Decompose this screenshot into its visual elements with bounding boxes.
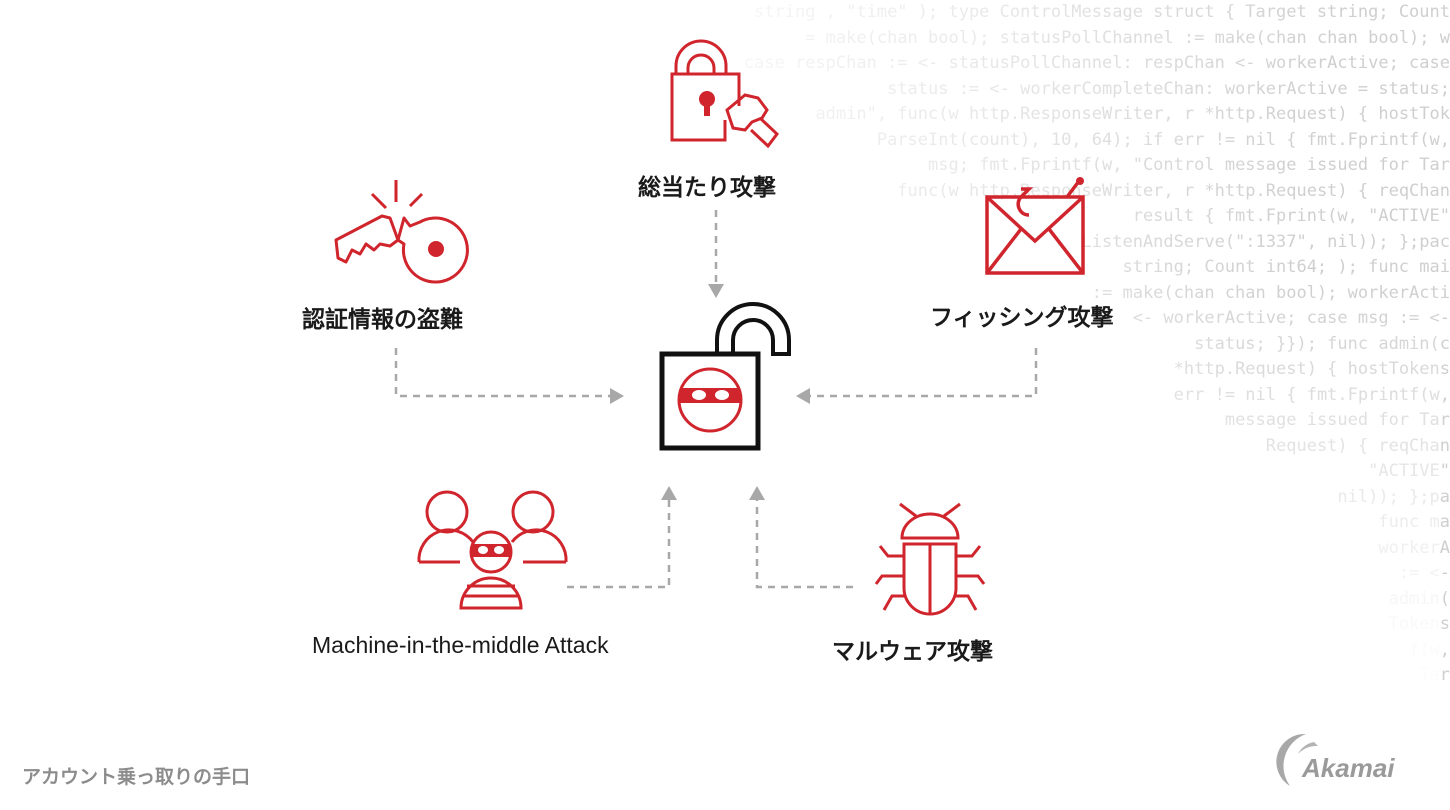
arrowhead-brute-force [708, 284, 724, 298]
arrow-malware [755, 498, 853, 589]
unlocked-padlock-bandit-icon [659, 302, 791, 451]
bug-icon [874, 502, 986, 616]
padlock-hand-icon [670, 39, 780, 149]
attack-label-credential-theft: 認証情報の盗難 [302, 307, 463, 333]
diagram-title: アカウント乗っ取りの手口 [22, 766, 251, 788]
arrow-mitm [567, 498, 671, 589]
arrowhead-mitm [661, 486, 677, 500]
arrow-phishing [808, 348, 1038, 398]
arrow-credential-theft [394, 348, 612, 398]
akamai-logo-text: Akamai [1302, 753, 1395, 783]
attack-label-malware: マルウェア攻撃 [832, 639, 993, 665]
arrowhead-credential-theft [610, 388, 624, 404]
users-bandit-icon [417, 490, 568, 610]
arrowhead-phishing [796, 388, 810, 404]
attack-label-phishing: フィッシング攻撃 [930, 305, 1114, 331]
akamai-logo-icon [1276, 733, 1318, 786]
attack-label-mitm: Machine-in-the-middle Attack [312, 632, 609, 658]
arrowhead-malware [749, 486, 765, 500]
attack-label-brute-force: 総当たり攻撃 [638, 175, 776, 201]
envelope-hook-icon [985, 177, 1085, 275]
broken-key-icon [334, 180, 469, 284]
